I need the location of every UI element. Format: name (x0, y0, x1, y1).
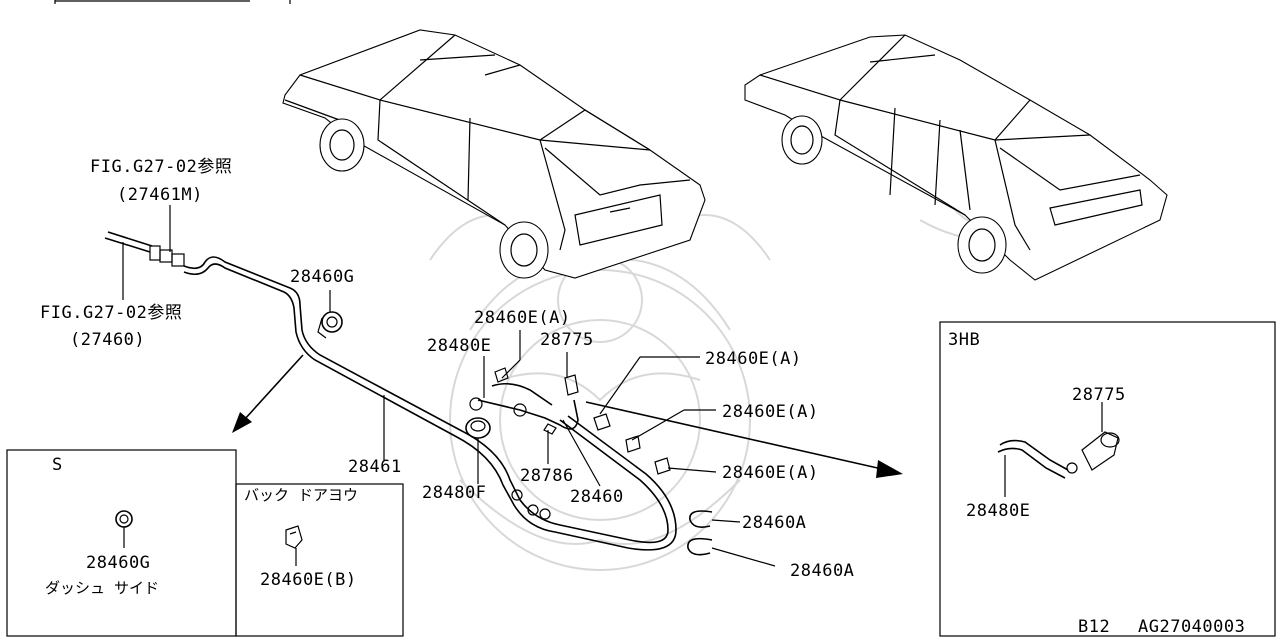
inset-s-part-label: 28460G (86, 553, 150, 573)
part-label-28460a-1: 28460A (742, 513, 806, 533)
part-label-28460ea-2: 28460E(A) (705, 349, 802, 369)
hooks-28460a (687, 510, 713, 556)
clips-28460ea (593, 413, 671, 475)
footer-model-code: B12 (1078, 617, 1110, 637)
part-label-28480f: 28480F (422, 483, 486, 503)
hatchback-car-left (282, 29, 706, 279)
washer-hose-28461 (104, 231, 677, 551)
inset-backdoor-part-label: 28460E(B) (260, 570, 357, 590)
ref-27460-fig-label: FIG.G27-02参照 (40, 303, 182, 323)
leader-lines (122, 205, 776, 567)
grommet-28460g (317, 311, 343, 339)
inset-backdoor: バック ドアヨウ 28460E(B) (235, 483, 404, 637)
footer-figure-code: AG27040003 (1138, 617, 1245, 637)
top-border-fragment (54, 0, 291, 4)
part-label-28460ea-4: 28460E(A) (722, 463, 819, 483)
part-label-28775: 28775 (540, 330, 594, 350)
inset-s: S 28460G ダッシュ サイド (6, 449, 237, 637)
nozzle-assembly (465, 367, 579, 439)
part-label-28786: 28786 (520, 466, 574, 486)
part-label-28461: 28461 (348, 457, 402, 477)
part-label-28460ea-3: 28460E(A) (722, 402, 819, 422)
part-label-28460ea-top: 28460E(A) (474, 308, 571, 328)
inset-3hb: 3HB 28775 28480E (939, 321, 1276, 637)
direction-arrows (232, 354, 903, 478)
inset-s-caption: ダッシュ サイド (45, 579, 159, 597)
ref-27460-part-label: (27460) (70, 330, 145, 350)
inset-3hb-title: 3HB (948, 330, 980, 350)
inset-3hb-part-bottom-label: 28480E (966, 501, 1030, 521)
part-label-28460a-2: 28460A (790, 561, 854, 581)
part-label-28460: 28460 (570, 487, 624, 507)
inset-backdoor-title: バック ドアヨウ (244, 486, 358, 504)
ref-27461m-part-label: (27461M) (117, 185, 203, 205)
part-label-28480e: 28480E (427, 336, 491, 356)
part-label-28460g: 28460G (290, 267, 354, 287)
ref-27461m-fig-label: FIG.G27-02参照 (90, 157, 232, 177)
inset-s-title: S (52, 455, 63, 475)
hatchback-car-right (744, 34, 1168, 281)
inset-3hb-part-top-label: 28775 (1072, 385, 1126, 405)
